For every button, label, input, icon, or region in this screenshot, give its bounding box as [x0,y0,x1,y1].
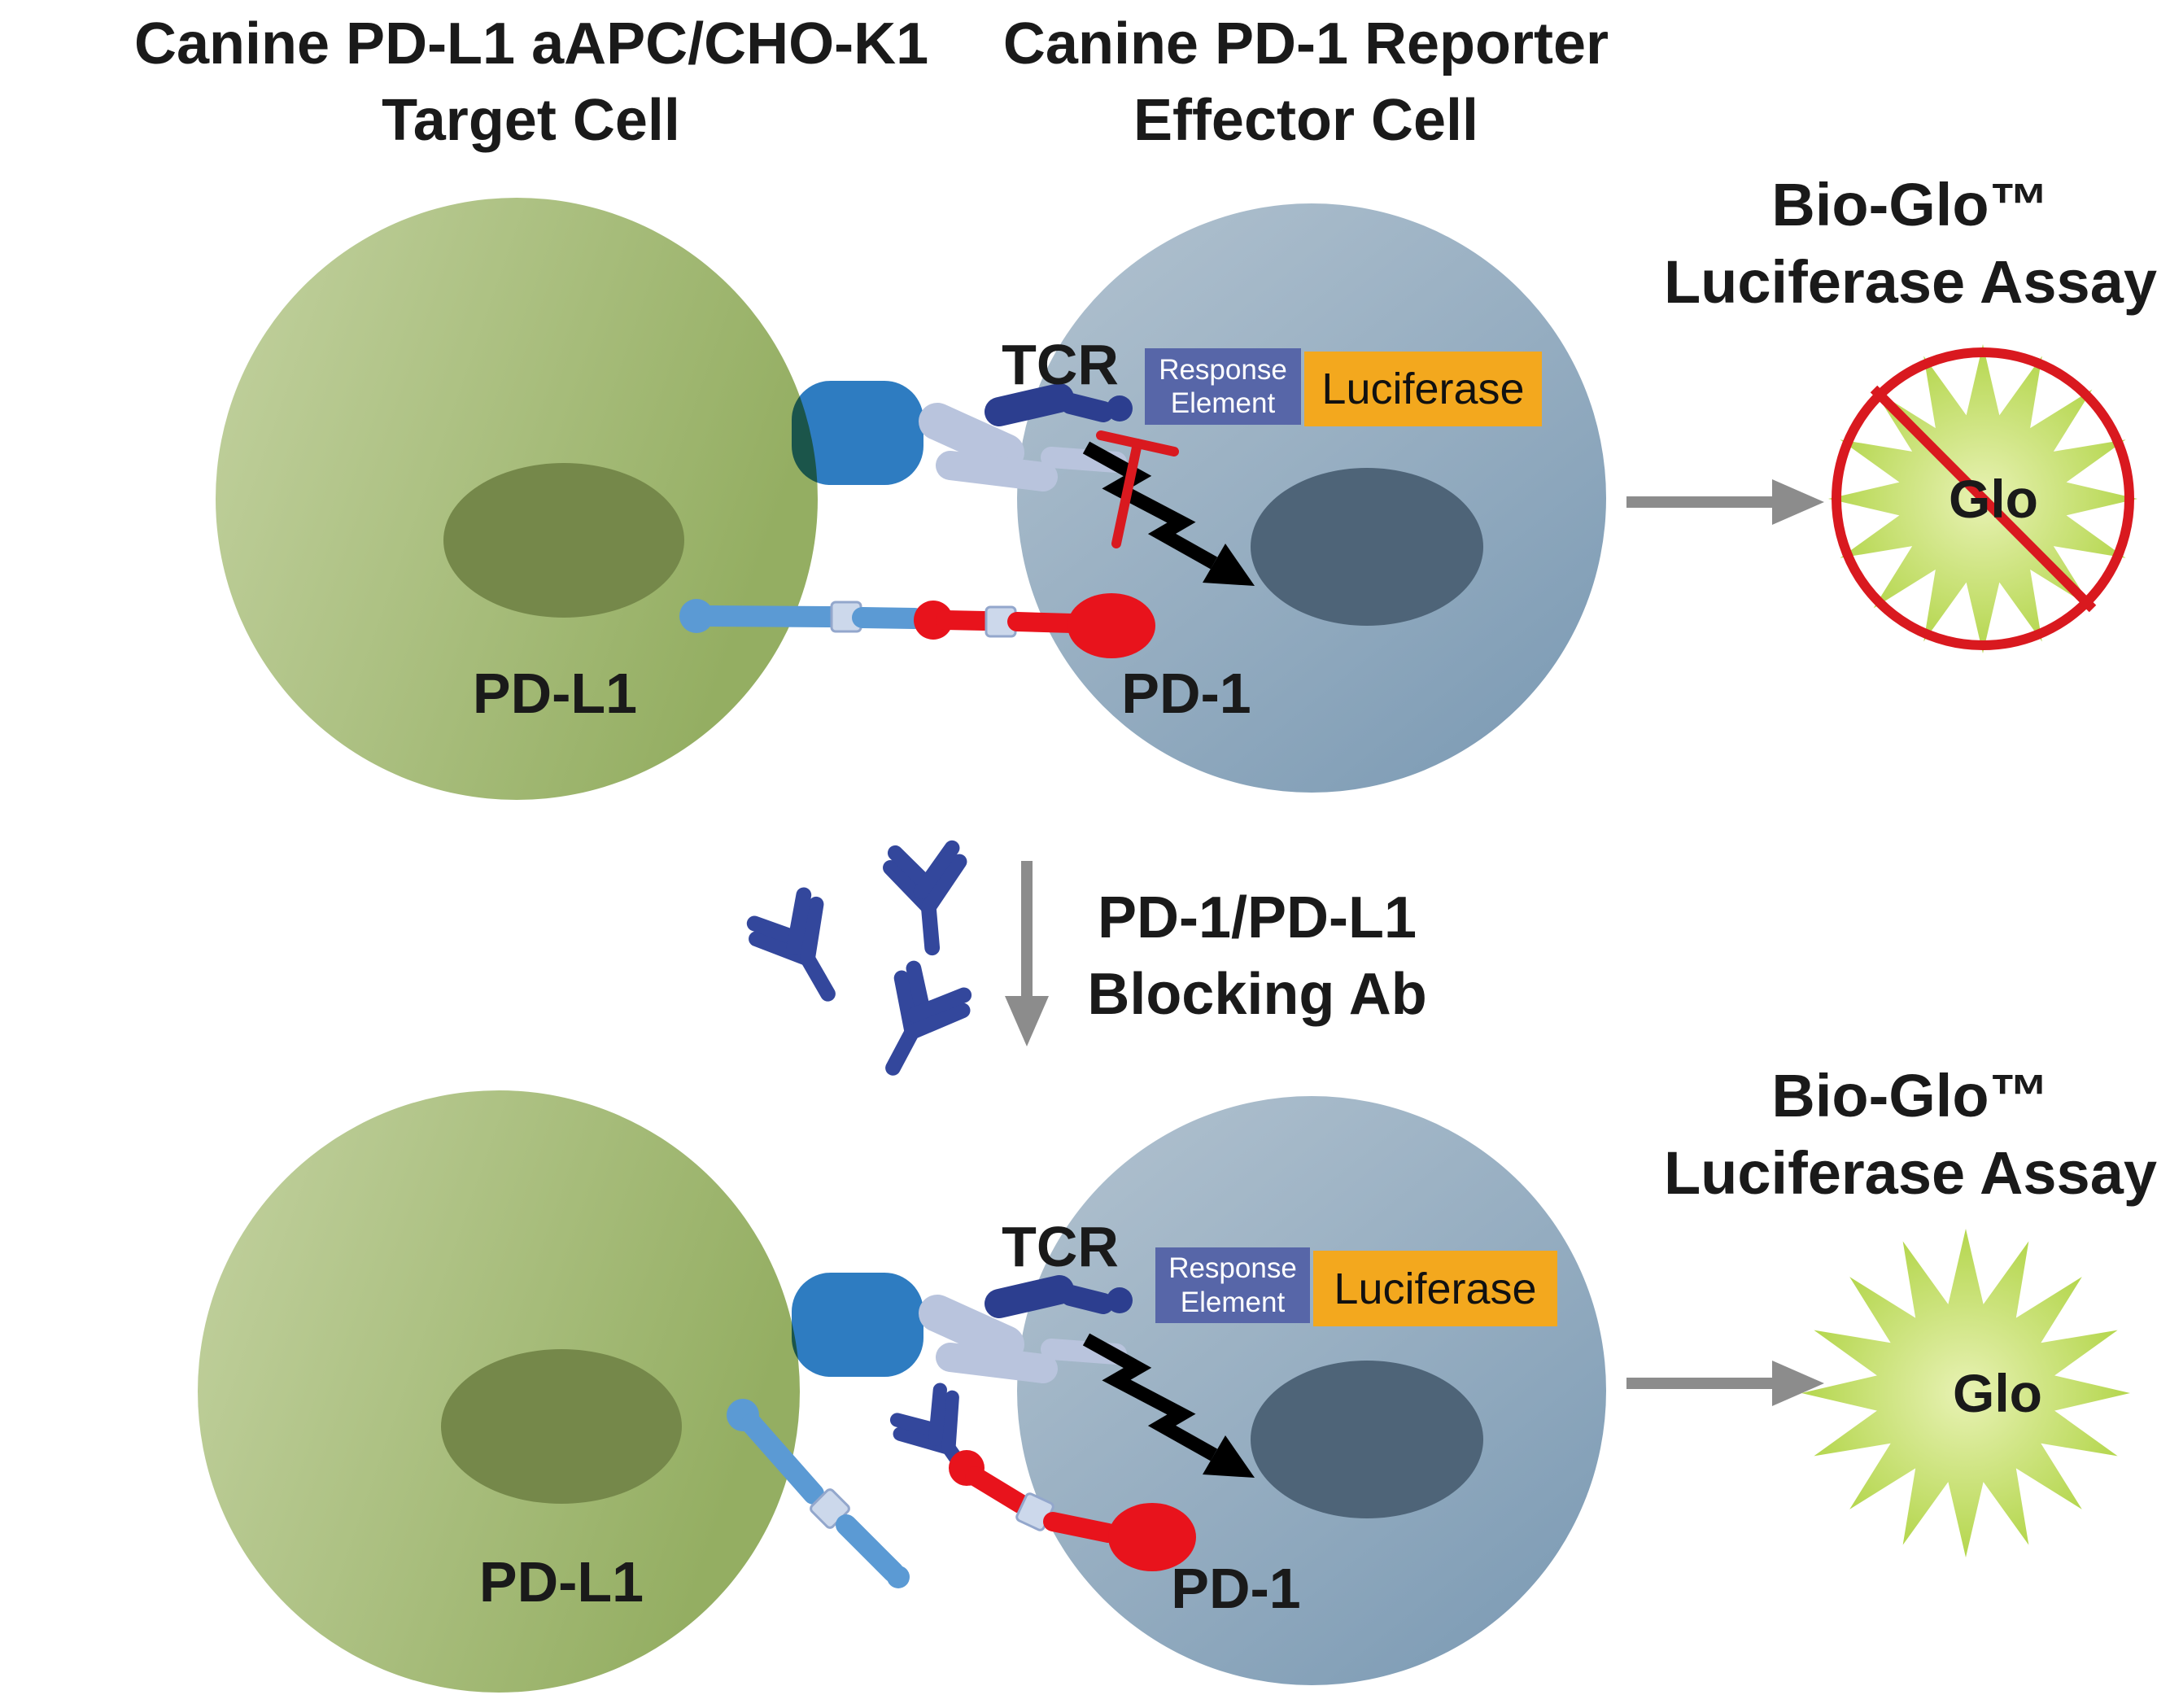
result-arrow-top [1626,479,1824,525]
assay-title-top: Bio-Glo™ Luciferase Assay [1660,167,2161,321]
response-element-line2: Element [1180,1286,1286,1318]
arrow-head [1772,1361,1824,1406]
inhibition-bar-cap [1096,430,1179,456]
response-element-line1: Response [1159,353,1287,386]
assay-title-bottom-line1: Bio-Glo™ [1771,1062,2050,1129]
pdl1-receptor-tip [836,1514,904,1583]
glo-label-bottom: Glo [1953,1363,2042,1423]
assay-title-top-line1: Bio-Glo™ [1771,171,2050,238]
pd1-receptor-blocked [949,1450,1196,1571]
response-element-line2: Element [1170,387,1276,419]
pdl1-receptor-stem [741,1413,824,1505]
target-cell-title-line1: Canine PD-L1 aAPC/CHO-K1 [134,11,929,76]
assay-title-top-line2: Luciferase Assay [1663,247,2158,316]
target-cell-title: Canine PD-L1 aAPC/CHO-K1 Target Cell [134,7,928,159]
blocking-ab-label: PD-1/PD-L1 Blocking Ab [1066,880,1448,1033]
pdl1-label-bottom: PD-L1 [478,1550,644,1614]
response-element-box-bottom: Response Element [1155,1247,1310,1323]
effector-cell-title-line2: Effector Cell [1133,87,1479,153]
target-cell-nucleus-bottom [441,1349,682,1504]
blocking-ab-line2: Blocking Ab [1087,961,1427,1027]
blocking-antibody-icon-3 [862,965,969,1084]
pd1-receptor-base [1108,1503,1196,1571]
pd1-label-top: PD-1 [1121,662,1251,725]
luciferase-box-top: Luciferase [1304,352,1542,426]
pd1-receptor-base [1068,593,1155,658]
response-element-box-top: Response Element [1145,348,1301,425]
pd1-receptor-stem-2 [1007,612,1082,633]
pd1-pdl1-interaction-top [679,593,1155,658]
blocking-antibody-icon-2 [889,848,967,951]
pd1-receptor-stem-2 [1043,1512,1118,1543]
prohibition-slash-icon [1870,385,2097,613]
pd1-receptor-stem-1 [936,610,994,631]
pd1-receptor-stem-1 [965,1466,1030,1514]
pdl1-receptor-blocked [727,1399,910,1588]
response-element-line1: Response [1168,1252,1297,1285]
luciferase-box-bottom: Luciferase [1313,1251,1557,1326]
pd1-receptor-tip [914,601,953,640]
blocking-antibody-icon-1 [749,892,858,1011]
target-cell-nucleus-top [443,463,684,618]
pdl1-receptor-stem [699,605,840,627]
prohibition-circle-icon [1832,347,2134,650]
blocking-ab-line1: PD-1/PD-L1 [1097,885,1417,950]
down-arrow-head [1005,996,1049,1046]
glo-starburst-blocked [1828,344,2137,653]
glo-label-top: Glo [1949,469,2038,529]
inhibition-bar-stem [1111,439,1142,548]
pd1-label-bottom: PD-1 [1171,1557,1301,1620]
target-cell-title-line2: Target Cell [382,87,680,153]
pdl1-label-top: PD-L1 [472,662,638,725]
effector-cell-title-line1: Canine PD-1 Reporter [1002,11,1609,76]
effector-cell-title: Canine PD-1 Reporter Effector Cell [968,7,1644,159]
assay-title-bottom: Bio-Glo™ Luciferase Assay [1660,1058,2161,1212]
assay-title-bottom-line2: Luciferase Assay [1663,1138,2158,1207]
effector-cell-nucleus-bottom [1251,1361,1483,1518]
arrow-head [1772,479,1824,525]
blocking-ab-section [749,848,1049,1085]
tcr-label-bottom: TCR [1002,1215,1119,1278]
pdl1-receptor-end [887,1566,910,1588]
result-arrow-bottom [1626,1361,1824,1406]
inhibition-bar [1096,430,1179,548]
bottom-panel [198,1090,2130,1693]
tcr-label-top: TCR [1002,333,1119,396]
effector-cell-nucleus-top [1251,468,1483,626]
